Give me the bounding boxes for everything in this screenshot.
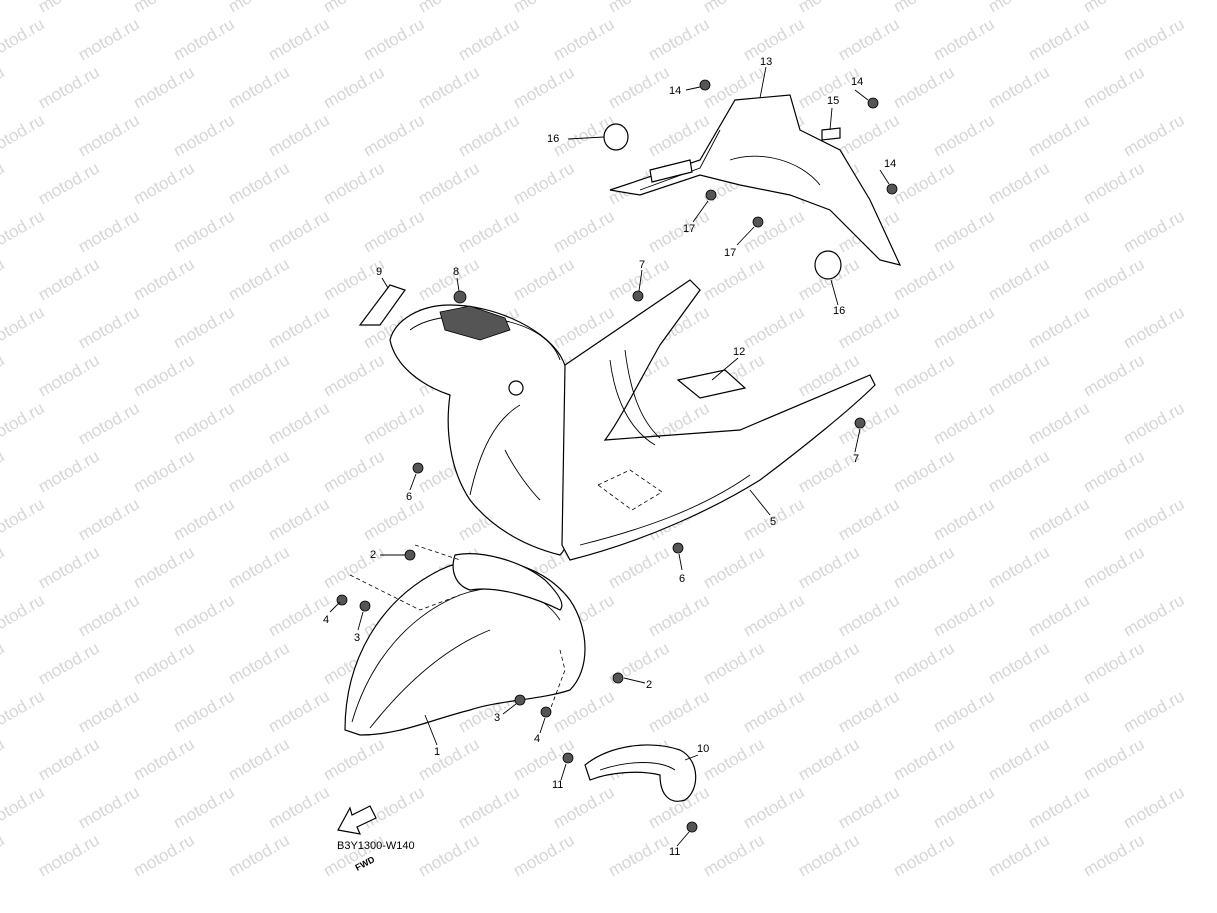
cap-16-top: [603, 123, 629, 151]
rear-flap: [584, 744, 697, 802]
callout-13: 13: [760, 56, 773, 68]
callout-7b: 7: [853, 453, 860, 465]
callout-16b: 16: [833, 305, 846, 317]
floor-board: [561, 279, 876, 561]
callout-7a: 7: [639, 259, 646, 271]
callout-16a: 16: [547, 133, 560, 145]
callout-4a: 4: [323, 614, 330, 626]
callout-9: 9: [376, 266, 383, 278]
fwd-arrow-icon: [337, 805, 377, 835]
callout-8: 8: [453, 266, 460, 278]
callout-14a: 14: [669, 85, 682, 97]
callout-17b: 17: [724, 247, 737, 259]
callout-14c: 14: [884, 158, 897, 170]
callout-10: 10: [697, 743, 710, 755]
callout-5: 5: [770, 516, 777, 528]
leg-shield: [389, 304, 576, 556]
callout-1: 1: [434, 746, 441, 758]
leader-lines: [329, 66, 890, 847]
callout-6a: 6: [406, 491, 413, 503]
front-fender: [344, 553, 586, 736]
callout-11b: 11: [669, 846, 681, 858]
callout-11a: 11: [552, 779, 564, 791]
callout-12: 12: [733, 346, 746, 358]
callout-2b: 2: [646, 679, 653, 691]
cap-16-bottom: [814, 250, 842, 280]
callout-4b: 4: [534, 733, 541, 745]
diagram-code: B3Y1300-W140: [337, 840, 415, 852]
callout-3b: 3: [494, 712, 501, 724]
fasteners: [336, 79, 898, 833]
callout-3a: 3: [354, 632, 361, 644]
callout-15: 15: [827, 95, 840, 107]
rear-inner-cover: [609, 94, 902, 266]
callout-17a: 17: [683, 223, 696, 235]
callout-14b: 14: [851, 76, 864, 88]
callout-6b: 6: [679, 573, 686, 585]
callout-2a: 2: [370, 549, 377, 561]
